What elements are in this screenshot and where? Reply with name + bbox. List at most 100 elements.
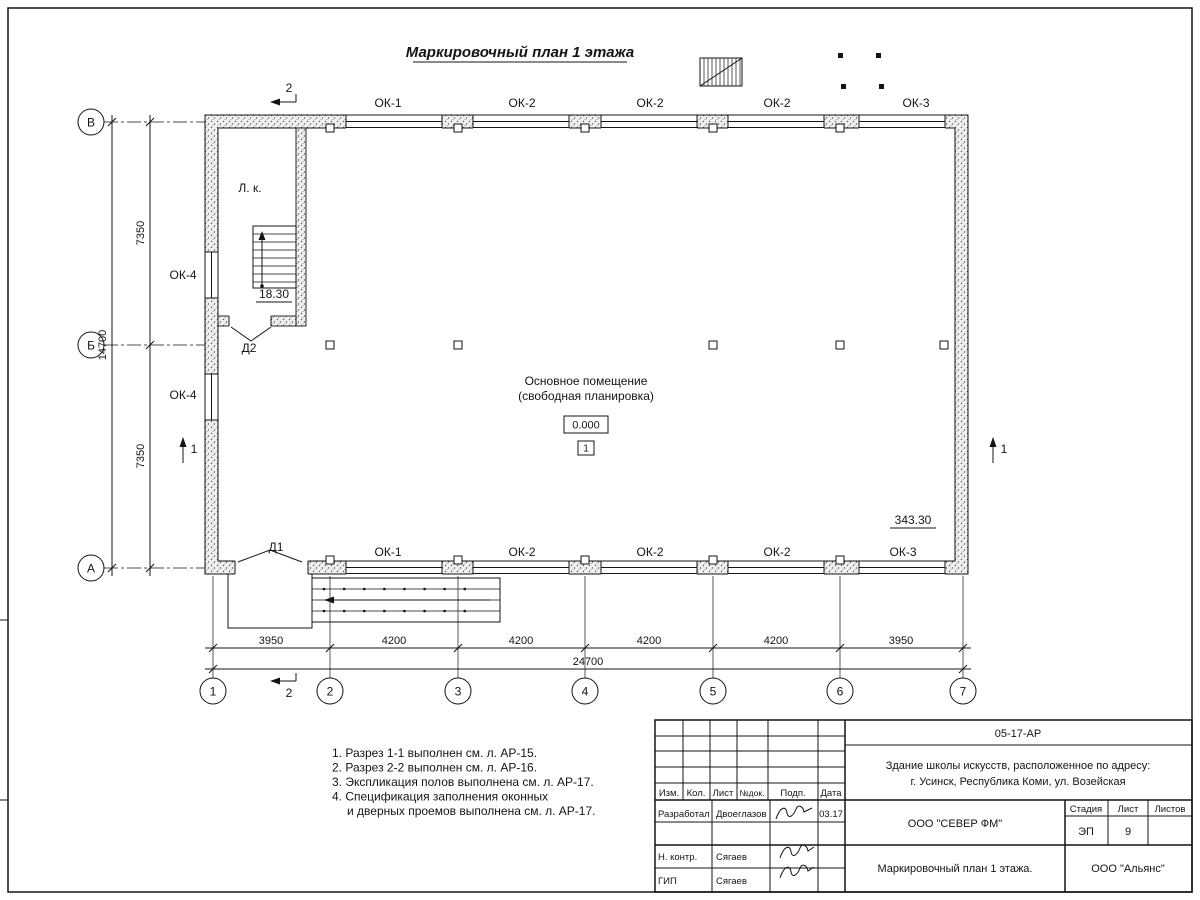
sheet-title: Маркировочный план 1 этажа bbox=[406, 44, 634, 63]
dim-label: 4200 bbox=[509, 635, 533, 647]
room-labels: Л. к. 18.30 Основное помещение (свободна… bbox=[238, 181, 936, 529]
tb-org: ООО "Альянс" bbox=[1091, 863, 1165, 875]
door-d1 bbox=[234, 549, 309, 575]
window-icon bbox=[472, 114, 570, 128]
window-tag: ОК-1 bbox=[375, 96, 402, 110]
window-tag: ОК-3 bbox=[903, 96, 930, 110]
window-tag: ОК-4 bbox=[170, 388, 197, 402]
section-label: 1 bbox=[191, 442, 198, 456]
tb-company: ООО "СЕВЕР ФМ" bbox=[908, 818, 1003, 830]
tb-stage-value: ЭП bbox=[1078, 826, 1094, 838]
axis-bubbles-cols: 1 2 3 4 5 6 7 bbox=[199, 677, 977, 705]
window-icon bbox=[727, 114, 825, 128]
window-icon bbox=[858, 114, 946, 128]
windows-left bbox=[204, 251, 219, 421]
tb-col-header: Лист bbox=[713, 788, 734, 799]
tb-name: Двоеглазов bbox=[716, 809, 767, 820]
note-line: 1. Разрез 1-1 выполнен см. л. АР-15. bbox=[332, 746, 537, 760]
dimension-chain-left: 7350 7350 14700 bbox=[97, 115, 155, 576]
dim-label: 7350 bbox=[135, 444, 147, 468]
tb-role: ГИП bbox=[658, 876, 677, 887]
axis-row-lines bbox=[104, 121, 205, 569]
axis-col-label: 7 bbox=[960, 685, 967, 699]
filing-mark bbox=[0, 619, 8, 801]
stair-arrow-icon bbox=[258, 231, 266, 240]
porch-ramp bbox=[227, 574, 501, 629]
windows-top bbox=[345, 114, 946, 129]
axis-col-label: 2 bbox=[327, 685, 334, 699]
tb-name: Сягаев bbox=[716, 852, 747, 863]
room-area: 18.30 bbox=[259, 287, 289, 301]
signature-icon bbox=[775, 805, 813, 820]
dim-label: 4200 bbox=[382, 635, 406, 647]
door-leaf-icon bbox=[237, 549, 303, 563]
tb-stage-label: Стадия bbox=[1070, 804, 1102, 815]
dim-total-label: 24700 bbox=[573, 656, 604, 668]
stair-treads-icon bbox=[253, 233, 296, 283]
window-tag: ОК-4 bbox=[170, 268, 197, 282]
section-arrow-icon bbox=[270, 98, 280, 106]
window-tag: ОК-2 bbox=[509, 545, 536, 559]
tb-col-header: Подп. bbox=[780, 788, 805, 799]
tb-sheet-value: 9 bbox=[1125, 826, 1131, 838]
dim-label: 4200 bbox=[764, 635, 788, 647]
window-icon bbox=[727, 560, 825, 574]
window-tags: ОК-1 ОК-2 ОК-2 ОК-2 ОК-3 ОК-1 ОК-2 ОК-2 … bbox=[170, 96, 930, 559]
tb-col-header: Кол. bbox=[687, 788, 706, 799]
window-tag: ОК-2 bbox=[509, 96, 536, 110]
columns bbox=[325, 123, 949, 565]
hatch-icon bbox=[703, 58, 741, 86]
section-label: 2 bbox=[286, 686, 293, 700]
dim-label: 3950 bbox=[259, 635, 283, 647]
tb-name: Сягаев bbox=[716, 876, 747, 887]
note-line: 3. Экспликация полов выполнена см. л. АР… bbox=[332, 775, 594, 789]
marker-dot bbox=[879, 84, 884, 89]
section-arrow-icon bbox=[989, 437, 997, 447]
windows-bottom bbox=[345, 560, 946, 575]
section-marks: 2 2 1 1 bbox=[179, 81, 1008, 700]
window-tag: ОК-2 bbox=[637, 545, 664, 559]
door-tag: Д2 bbox=[242, 341, 257, 355]
window-icon bbox=[600, 560, 698, 574]
dim-label: 3950 bbox=[889, 635, 913, 647]
tb-col-header: №док. bbox=[740, 788, 765, 798]
axis-col-label: 5 bbox=[710, 685, 717, 699]
door-tag: Д1 bbox=[269, 540, 284, 554]
title-block: Изм. Кол. Лист №док. Подп. Дата Разработ… bbox=[654, 719, 1193, 893]
marker-dot bbox=[838, 53, 843, 58]
tb-date: 03.17 bbox=[819, 809, 843, 820]
dimension-ticks bbox=[107, 117, 155, 573]
room-number: 1 bbox=[583, 444, 589, 455]
note-line: и дверных проемов выполнена см. л. АР-17… bbox=[347, 804, 595, 818]
window-tag: ОК-2 bbox=[637, 96, 664, 110]
ramp-posts-icon bbox=[322, 587, 486, 613]
window-icon bbox=[472, 560, 570, 574]
axis-row-label: А bbox=[87, 562, 95, 576]
porch-outline bbox=[227, 574, 313, 629]
notes: 1. Разрез 1-1 выполнен см. л. АР-15. 2. … bbox=[332, 746, 595, 818]
marker-dot bbox=[876, 53, 881, 58]
window-icon bbox=[204, 373, 219, 421]
axis-col-label: 1 bbox=[210, 685, 217, 699]
axis-col-label: 4 bbox=[582, 685, 589, 699]
room-name: Основное помещение bbox=[525, 374, 648, 388]
window-tag: ОК-2 bbox=[764, 96, 791, 110]
window-icon bbox=[858, 560, 946, 574]
elevation-mark: 0.000 bbox=[572, 420, 600, 432]
page-title: Маркировочный план 1 этажа bbox=[406, 44, 634, 61]
door-tags: Д1 Д2 bbox=[242, 341, 284, 554]
section-arrow-icon bbox=[179, 437, 187, 447]
door-leaf-icon bbox=[230, 326, 272, 342]
dimension-ticks bbox=[208, 643, 968, 674]
dim-label: 7350 bbox=[135, 221, 147, 245]
tb-object: Здание школы искусств, расположенное по … bbox=[886, 760, 1151, 772]
marker-dot bbox=[841, 84, 846, 89]
room-name: (свободная планировка) bbox=[518, 389, 654, 403]
dim-label: 4200 bbox=[637, 635, 661, 647]
axis-row-label: В bbox=[87, 116, 95, 130]
note-line: 2. Разрез 2-2 выполнен см. л. АР-16. bbox=[332, 761, 537, 775]
tb-sheet-label: Лист bbox=[1118, 804, 1139, 815]
exterior-walls bbox=[204, 114, 969, 575]
